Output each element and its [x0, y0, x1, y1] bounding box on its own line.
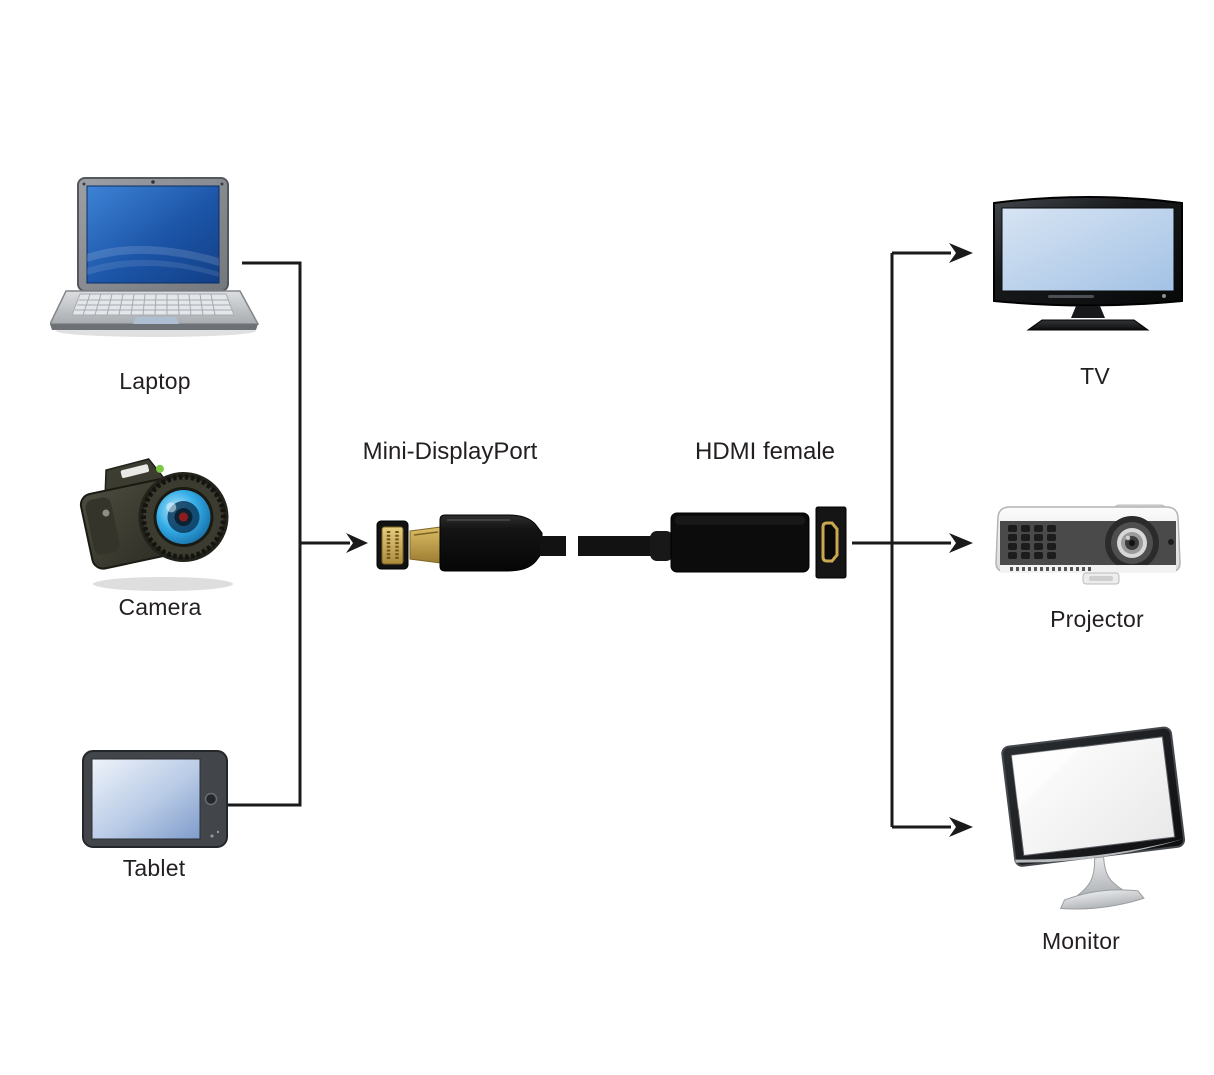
tv-icon — [993, 196, 1183, 331]
monitor-icon — [1001, 726, 1186, 910]
mini-displayport-to-hdmi-adapter-icon — [376, 506, 847, 579]
tv-label: TV — [1080, 363, 1110, 389]
tablet-label: Tablet — [122, 855, 186, 881]
projector-label: Projector — [1050, 606, 1144, 632]
projector-icon — [995, 504, 1181, 585]
projector-arrow-icon — [949, 533, 973, 553]
camera-icon — [79, 458, 233, 591]
laptop-icon — [48, 177, 260, 337]
monitor-label: Monitor — [1041, 928, 1121, 954]
laptop-label: Laptop — [119, 368, 191, 394]
projector-figure — [988, 502, 1188, 592]
camera-figure — [78, 448, 243, 596]
monitor-arrow-icon — [949, 817, 973, 837]
source-bus-line — [228, 261, 302, 807]
hdmi-female-label: HDMI female — [694, 438, 836, 465]
camera-label: Camera — [118, 594, 202, 620]
mini-displayport-label: Mini-DisplayPort — [362, 438, 538, 465]
monitor-figure — [995, 725, 1190, 925]
laptop-figure — [48, 176, 262, 352]
tv-figure — [988, 188, 1188, 340]
tablet-figure — [82, 750, 228, 850]
adapter-figure — [370, 500, 860, 590]
tablet-icon — [82, 750, 228, 848]
adapter-arrow-icon — [346, 533, 368, 553]
tv-arrow-icon — [949, 243, 973, 263]
